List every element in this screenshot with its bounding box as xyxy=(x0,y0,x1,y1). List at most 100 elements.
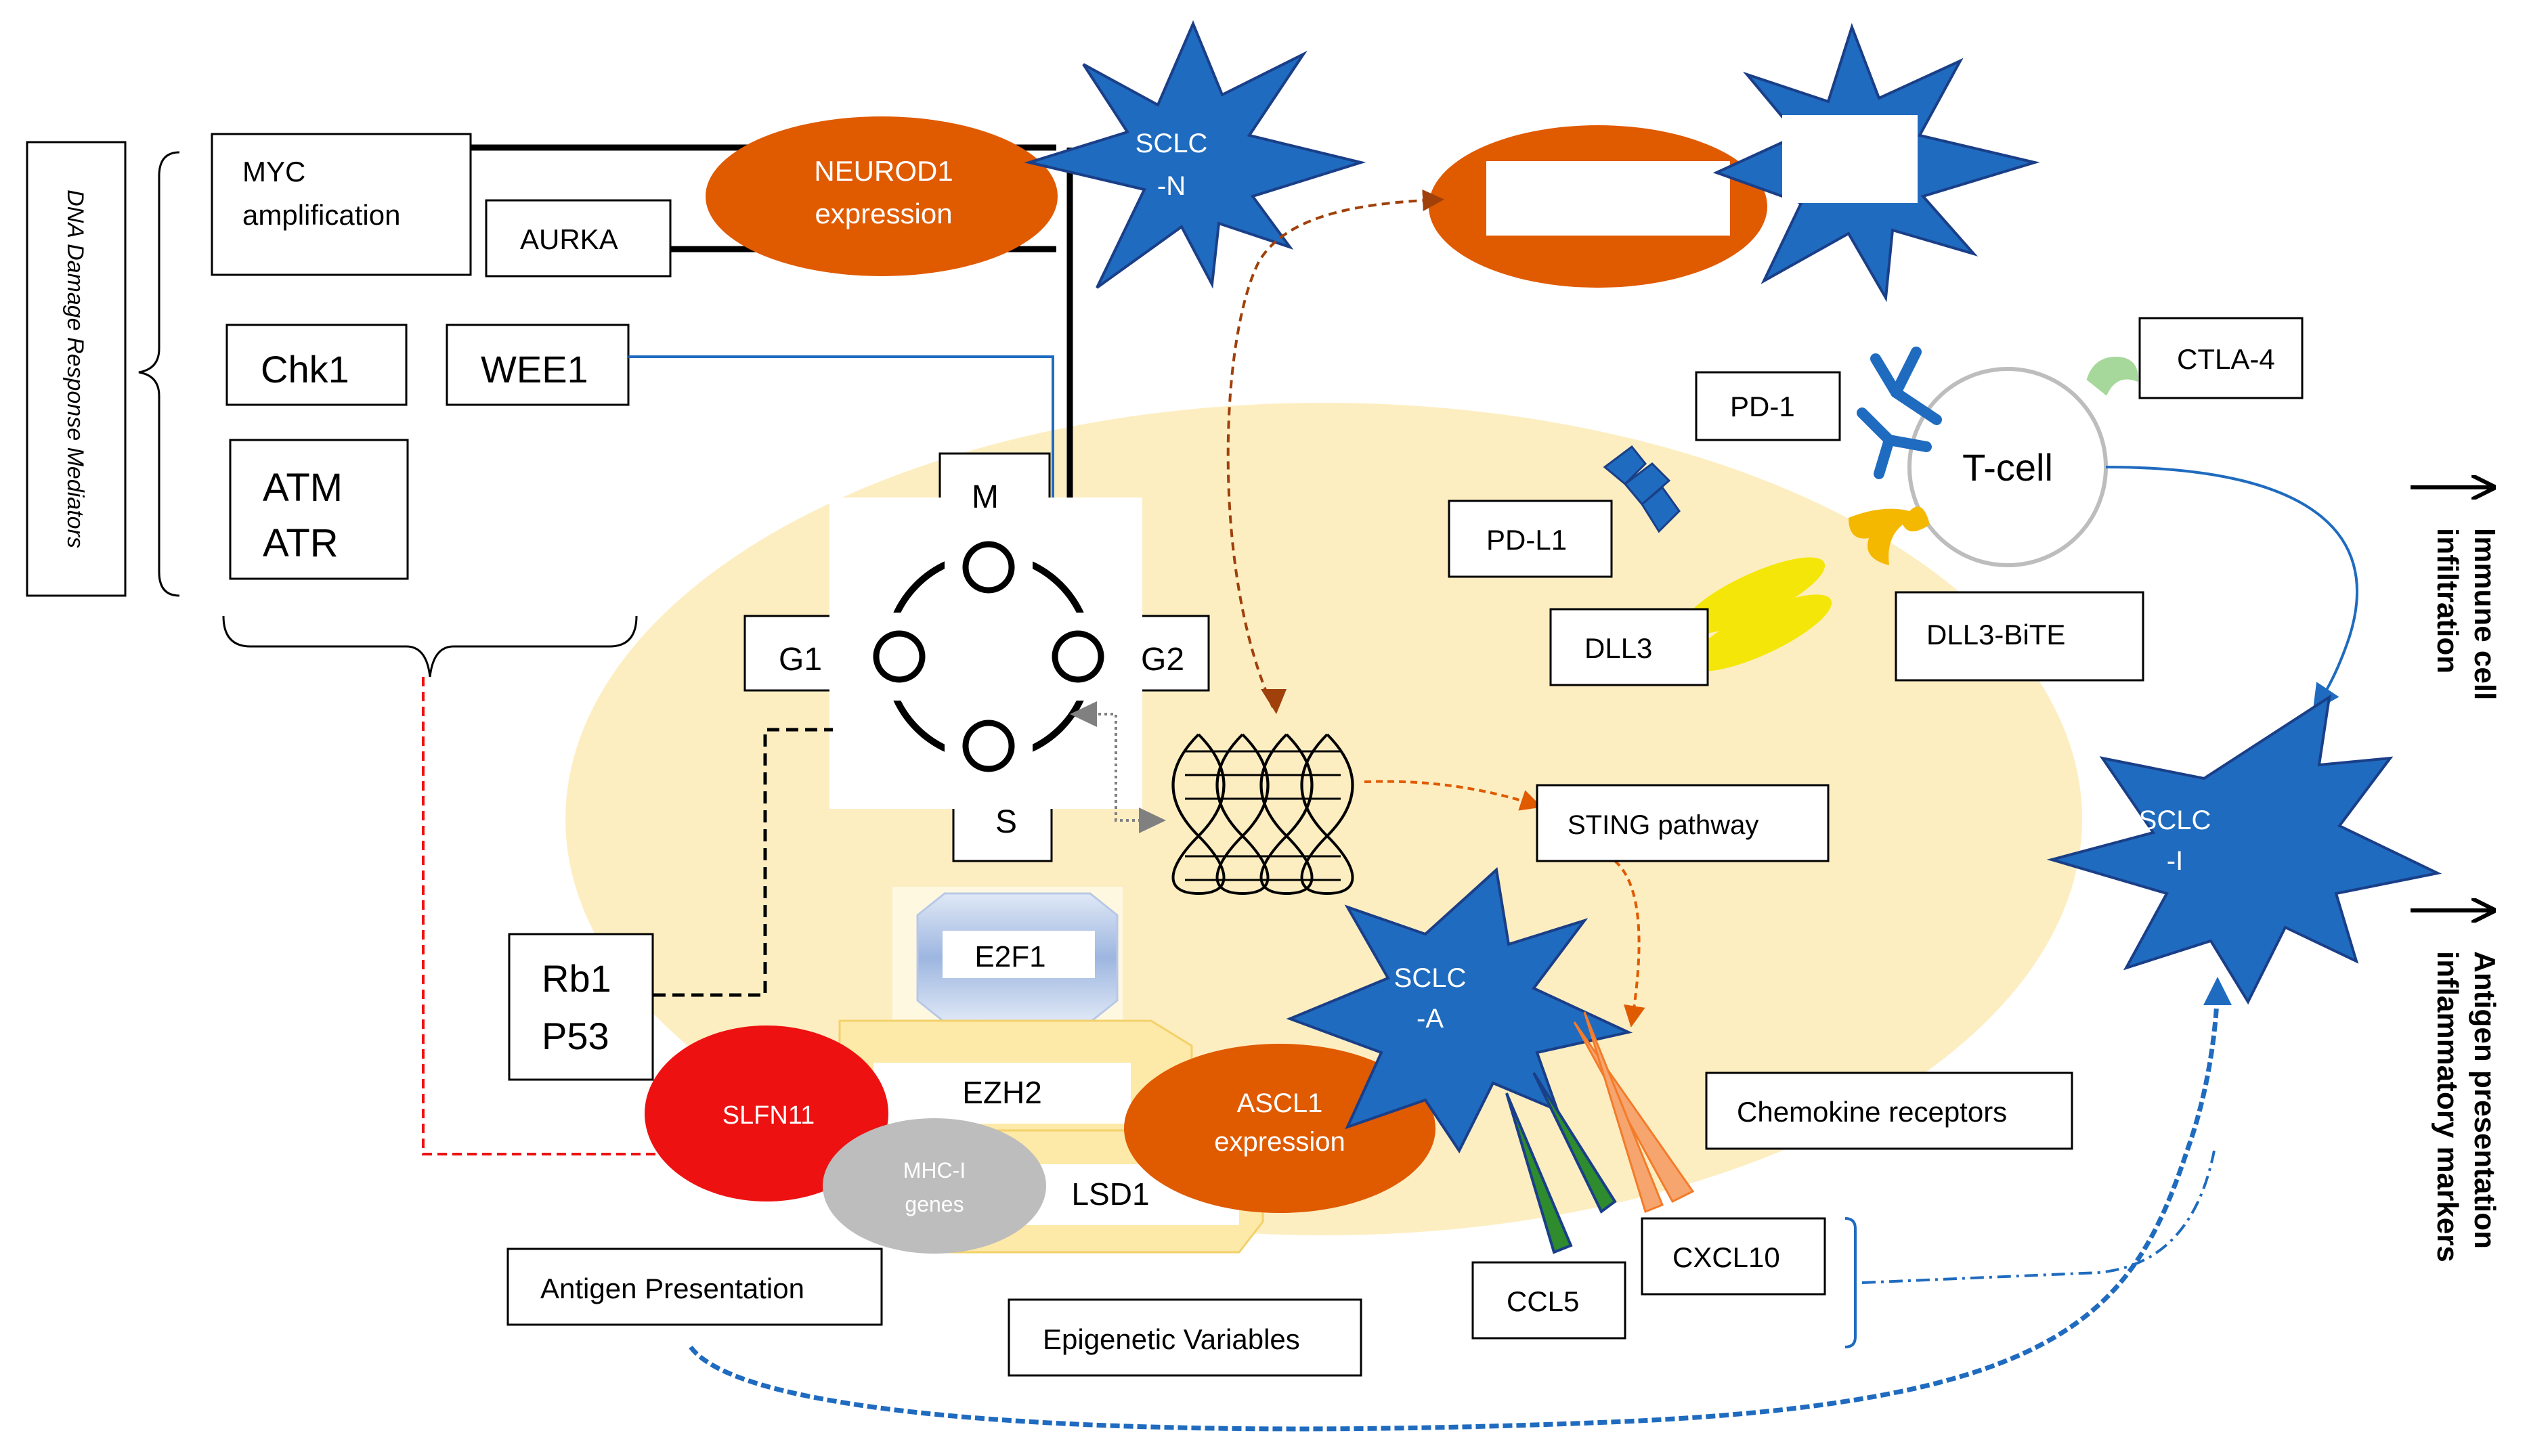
pd-l1-box xyxy=(1448,500,1613,578)
slfn11-ellipse xyxy=(645,1025,888,1201)
pd-l1-label: PD-L1 xyxy=(1486,524,1567,556)
sclc-n-label-2: -N xyxy=(1157,171,1186,201)
dll3-bite-label: DLL3-BiTE xyxy=(1926,619,2065,650)
dna-to-sting-dashed xyxy=(1364,780,1542,811)
antigen-to-sclc-i-dashed xyxy=(689,977,2232,1432)
pd-1-box xyxy=(1695,371,1841,441)
cycle-dna-dotted-arrow xyxy=(1080,713,1151,822)
wee1-label: WEE1 xyxy=(481,348,588,391)
cycle-g1-label: G1 xyxy=(779,642,822,678)
immune-label-1: Immune cell xyxy=(2468,528,2501,700)
sclc-a-star xyxy=(1286,867,1633,1153)
ccl5-box xyxy=(1471,1261,1626,1340)
ccl5-receptor-icon xyxy=(1505,1072,1617,1254)
dna-to-blank-subtype-arrow xyxy=(1226,189,1444,708)
ezh2-label-box xyxy=(873,1063,1131,1124)
dna-grey-arrowhead xyxy=(1139,808,1166,833)
lsd1-label: LSD1 xyxy=(1071,1176,1149,1212)
mhc-ellipse xyxy=(823,1118,1046,1254)
dll3-receptor-icon xyxy=(1682,557,1832,671)
chk1-label: Chk1 xyxy=(261,348,349,391)
ddr-to-slfn11-dashed xyxy=(422,677,670,1155)
chemokine-bracket xyxy=(1844,1217,1857,1348)
immune-label-2: infiltration xyxy=(2431,528,2464,674)
antigen-inflam-label-2: inflammatory markers xyxy=(2431,951,2464,1262)
cxcl10-box xyxy=(1641,1217,1826,1296)
ascl1-label-1: ASCL1 xyxy=(1237,1088,1323,1118)
mhc-label-2: genes xyxy=(905,1192,964,1216)
pd-1-label: PD-1 xyxy=(1730,391,1795,422)
ccl5-label: CCL5 xyxy=(1507,1285,1579,1317)
cycle-arrowhead xyxy=(1070,701,1097,727)
dna-helix-icon xyxy=(1171,733,1354,895)
wee1-to-cycle-arrow xyxy=(628,355,1066,527)
ddr-left-brace xyxy=(138,151,180,597)
pd-l1-receptor-icon xyxy=(1603,445,1681,533)
myc-label-1: MYC xyxy=(242,156,305,187)
sting-to-chemokine-dashed xyxy=(1614,860,1645,1028)
sting-label: STING pathway xyxy=(1568,810,1758,840)
dll3-label: DLL3 xyxy=(1584,632,1652,664)
wee1-box xyxy=(446,324,630,406)
atm-label: ATM xyxy=(263,466,343,510)
chemokine-to-sclc-i-dashdot xyxy=(1861,1150,2216,1284)
ctla4-label: CTLA-4 xyxy=(2177,343,2275,375)
sclc-a-label-1: SCLC xyxy=(1394,963,1467,993)
neurod1-label-2: expression xyxy=(815,198,952,229)
ascl1-ellipse xyxy=(1124,1044,1435,1213)
myc-label-2: amplification xyxy=(242,199,400,231)
atr-label: ATR xyxy=(263,521,339,565)
tcell-label: T-cell xyxy=(1962,446,2053,489)
neurod1-ellipse xyxy=(706,116,1058,276)
aurka-box xyxy=(485,199,672,278)
blank-subtype-label-box xyxy=(1486,161,1730,236)
e2f1-label: E2F1 xyxy=(974,940,1045,973)
cycle-m-label: M xyxy=(972,479,999,515)
ctla4-box xyxy=(2138,317,2304,399)
cell-cycle-icon xyxy=(870,538,1107,775)
cxcl10-label: CXCL10 xyxy=(1672,1241,1780,1273)
antigen-presentation-label: Antigen Presentation xyxy=(540,1273,804,1304)
dll3-bite-icon xyxy=(1849,506,1930,565)
ddr-mediators-box xyxy=(26,141,127,597)
sclc-a-label-2: -A xyxy=(1417,1004,1444,1034)
sclc-i-label-2: -I xyxy=(2167,846,2183,876)
chemokine-box xyxy=(1705,1072,2073,1150)
atm-atr-box xyxy=(229,439,409,580)
ddr-mediators-label: DNA Damage Response Mediators xyxy=(62,190,88,548)
ascl1-label-2: expression xyxy=(1214,1127,1345,1157)
ctla4-receptor-icon xyxy=(2086,356,2139,396)
sclc-i-star xyxy=(2046,694,2442,1005)
cycle-g2-label: G2 xyxy=(1141,642,1184,678)
sclc-n-star xyxy=(1024,20,1366,289)
dna-arrowhead xyxy=(1261,689,1287,714)
neurod1-label-1: NEUROD1 xyxy=(814,155,953,187)
aurka-label: AURKA xyxy=(520,223,618,255)
slfn11-label: SLFN11 xyxy=(722,1101,815,1130)
tcell-to-sclc-i-arrow xyxy=(2105,466,2358,712)
pd-1-receptor-icon xyxy=(1857,347,1942,479)
epigenetic-label: Epigenetic Variables xyxy=(1043,1323,1300,1355)
blank-star-label-box xyxy=(1782,115,1918,203)
dll3-bite-box xyxy=(1895,591,2144,682)
e2f1-label-box xyxy=(943,931,1095,978)
myc-box xyxy=(211,133,472,276)
cxcl10-receptor-icon xyxy=(1573,1011,1695,1213)
chemokine-label: Chemokine receptors xyxy=(1737,1096,2007,1128)
cycle-s-label: S xyxy=(995,804,1017,840)
dll3-box xyxy=(1549,608,1709,686)
sclc-i-label-1: SCLC xyxy=(2139,806,2211,835)
p53-label: P53 xyxy=(542,1015,609,1057)
mhc-label-1: MHC-I xyxy=(903,1158,966,1183)
rb1-label: Rb1 xyxy=(542,957,611,1000)
epigenetic-box xyxy=(1008,1298,1362,1377)
sting-box xyxy=(1536,784,1830,862)
sclc-n-label-1: SCLC xyxy=(1136,129,1208,158)
rb1-p53-box xyxy=(508,933,654,1081)
antigen-presentation-box xyxy=(506,1248,883,1326)
antigen-inflam-label-1: Antigen presentation xyxy=(2468,951,2501,1249)
ddr-bottom-brace xyxy=(222,615,638,678)
ezh2-label: EZH2 xyxy=(962,1075,1042,1110)
chk1-box xyxy=(225,324,408,406)
